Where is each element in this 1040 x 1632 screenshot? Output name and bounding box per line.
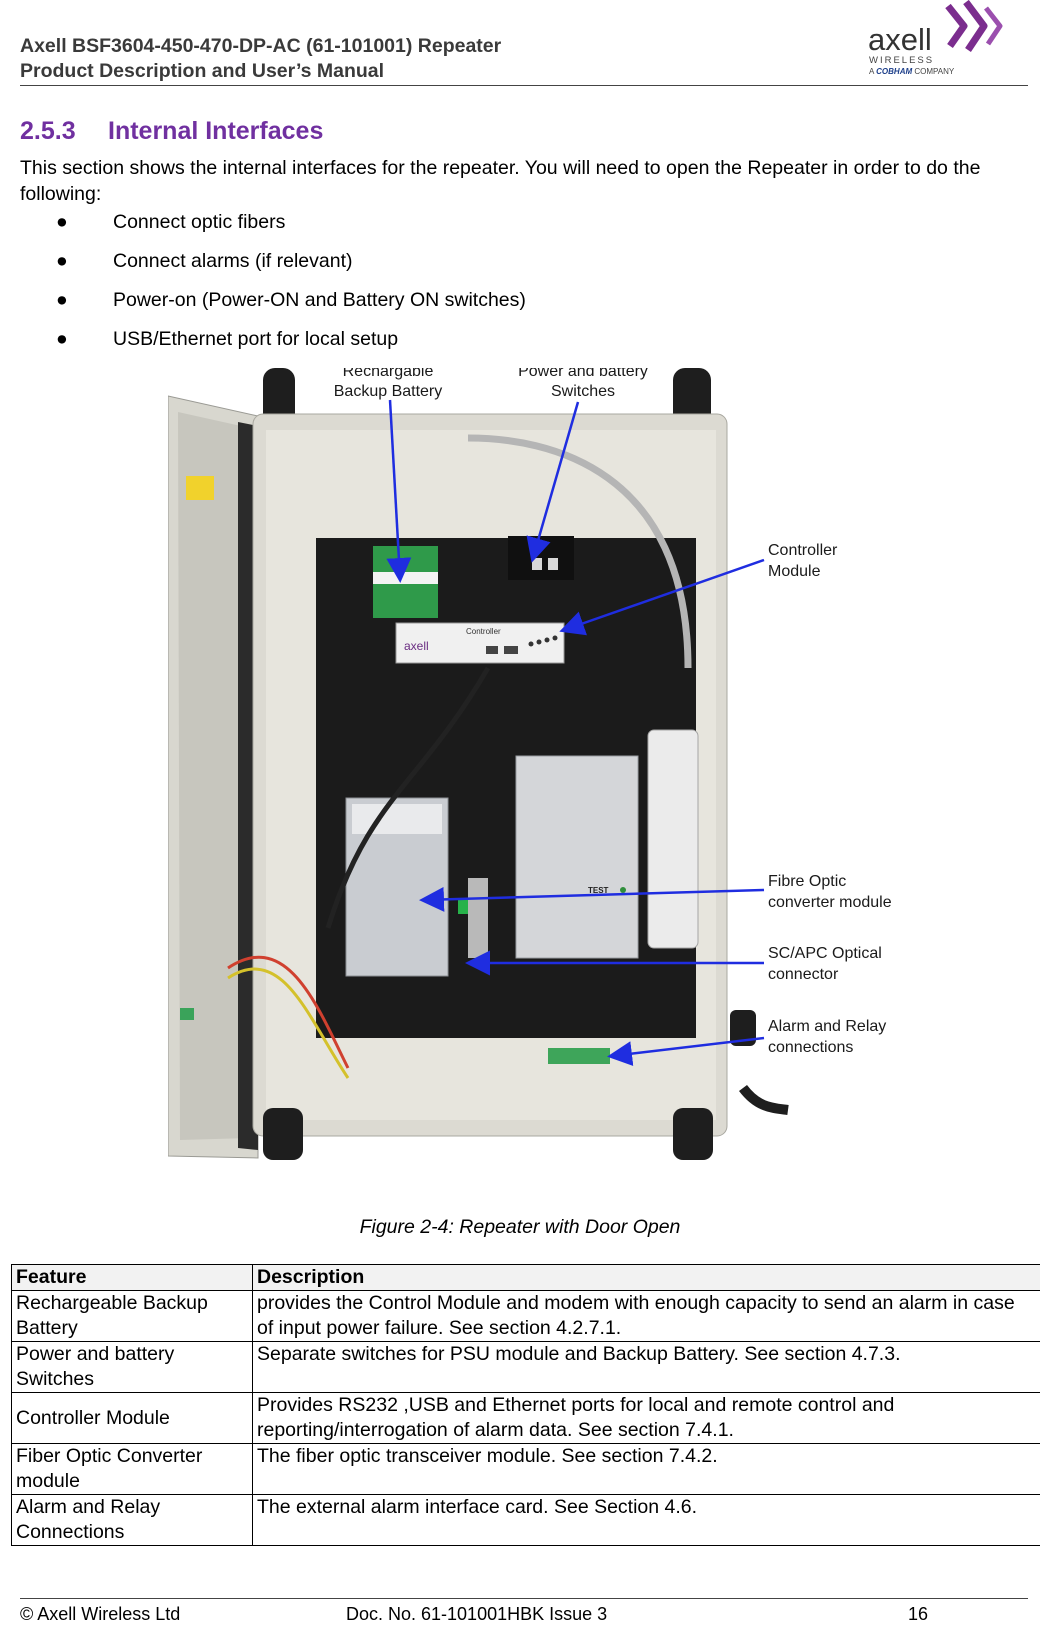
arrow-alarm-relay [607, 1036, 765, 1067]
section-heading: 2.5.3 Internal Interfaces [20, 117, 323, 146]
feature-cell: Alarm and Relay Connections [11, 1494, 253, 1546]
door-inner-panel [178, 412, 250, 1140]
arrow-power-switches [526, 401, 580, 563]
battery-label-strip [373, 572, 438, 584]
header-title-line-2: Product Description and User’s Manual [20, 60, 385, 82]
arrow-fibre-converter [419, 886, 765, 912]
section-title: Internal Interfaces [108, 117, 324, 145]
list-item: ● Power-on (Power-ON and Battery ON switc… [20, 288, 526, 327]
task-bullet-list: ● Connect optic fibers ● Connect alarms (i… [20, 210, 526, 366]
feature-cell: Controller Module [11, 1392, 253, 1444]
fiber-bracket [468, 878, 488, 958]
list-item-text: USB/Ethernet port for local setup [113, 328, 399, 350]
table-row: Alarm and Relay Connections The external… [11, 1494, 1040, 1546]
callout-fibre-line-1: Fibre Optic [768, 873, 846, 890]
top-left-handle [263, 368, 295, 428]
axell-wireless-logo: axell WIRELESS A COBHAM COMPANY [868, 0, 1003, 76]
door-green-clip [180, 1008, 194, 1020]
callout-battery-line-1: Rechargable [343, 368, 434, 380]
logo-chevron-3-icon [984, 6, 1003, 46]
ethernet-port [504, 646, 518, 654]
description-cell: The fiber optic transceiver module. See … [252, 1443, 1040, 1495]
arrow-controller [559, 558, 765, 636]
list-item: ● Connect alarms (if relevant) [20, 249, 526, 288]
logo-wireless-text: WIRELESS [869, 55, 934, 66]
description-cell: The external alarm interface card. See S… [252, 1494, 1040, 1546]
controller-name-text: Controller [466, 627, 501, 636]
logo-chevron-2-icon [963, 0, 988, 52]
battery-switch [548, 558, 558, 570]
top-right-handle [673, 368, 711, 428]
list-item-text: Connect optic fibers [113, 211, 286, 233]
callout-alarm-line-2: connections [768, 1039, 853, 1056]
cable-gland [730, 1010, 756, 1046]
bullet-icon: ● [56, 250, 68, 272]
callout-alarm-line-1: Alarm and Relay [768, 1018, 886, 1035]
alarm-terminal-block [548, 1048, 610, 1064]
section-number: 2.5.3 [20, 117, 76, 145]
bottom-right-foot [673, 1108, 713, 1160]
sc-apc-connector [458, 898, 470, 914]
repeater-open-door-figure: axell Controller TEST Rechargable Backup… [168, 368, 892, 1160]
table-header-row: Feature Description [11, 1264, 1040, 1291]
controller-brand-text: axell [404, 639, 429, 653]
fibre-optic-converter-module [647, 729, 699, 949]
table-row: Power and battery Switches Separate swit… [11, 1341, 1040, 1393]
callout-controller-line-2: Module [768, 563, 821, 580]
logo-brand-text: axell [868, 22, 932, 57]
footer-copyright: © Axell Wireless Ltd [20, 1604, 181, 1624]
header-divider [20, 85, 1028, 86]
figure-caption: Figure 2-4: Repeater with Door Open [359, 1216, 681, 1238]
bullet-icon: ● [56, 289, 68, 311]
logo-chevron-1-icon [945, 3, 968, 49]
external-cable [739, 1084, 789, 1115]
bottom-left-foot [263, 1108, 303, 1160]
list-item-text: Power-on (Power-ON and Battery ON switch… [113, 289, 526, 311]
bullet-icon: ● [56, 211, 68, 233]
table-row: Controller Module Provides RS232 ,USB an… [11, 1392, 1040, 1444]
description-cell: Provides RS232 ,USB and Ethernet ports f… [252, 1392, 1040, 1444]
callout-scapc-line-2: connector [768, 966, 839, 983]
footer-doc-number: Doc. No. 61-101001HBK Issue 3 [346, 1604, 608, 1624]
usb-port [486, 646, 498, 654]
list-item-text: Connect alarms (if relevant) [113, 250, 353, 272]
rf-amplifier-module [515, 755, 639, 959]
description-cell: Separate switches for PSU module and Bac… [252, 1341, 1040, 1393]
power-switch [532, 558, 542, 570]
coax-cable [467, 434, 692, 669]
controller-module [395, 622, 565, 664]
table-row: Rechargeable Backup Battery provides the… [11, 1290, 1040, 1342]
footer-divider [20, 1598, 1028, 1599]
document-header-title: Axell BSF3604-450-470-DP-AC (61-101001) … [20, 34, 501, 84]
feature-cell: Fiber Optic Converter module [11, 1443, 253, 1495]
feature-cell: Rechargeable Backup Battery [11, 1290, 253, 1342]
feature-table: Feature Description Rechargeable Backup … [11, 1264, 1040, 1546]
wiring-harness [325, 666, 491, 929]
feature-cell: Power and battery Switches [11, 1341, 253, 1393]
intro-paragraph: This section shows the internal interfac… [20, 157, 981, 205]
psu-label [352, 804, 442, 834]
door-wiring [227, 955, 350, 1069]
feature-column-header: Feature [11, 1264, 253, 1291]
header-title-line-1: Axell BSF3604-450-470-DP-AC (61-101001) … [20, 35, 502, 57]
laser-warning-label [186, 476, 214, 500]
callout-power-line-1: Power and battery [518, 368, 648, 380]
callout-scapc-line-1: SC/APC Optical [768, 945, 882, 962]
table-row: Fiber Optic Converter module The fiber o… [11, 1443, 1040, 1495]
list-item: ● Connect optic fibers [20, 210, 526, 249]
test-label-text: TEST [588, 886, 609, 895]
footer-page-number: 16 [908, 1604, 929, 1624]
bullet-icon: ● [56, 328, 68, 350]
callout-power-line-2: Switches [551, 383, 615, 400]
callout-controller-line-1: Controller [768, 542, 838, 559]
logo-cobham-text: A COBHAM COMPANY [869, 67, 955, 76]
arrow-battery [386, 399, 412, 583]
callout-fibre-line-2: converter module [768, 894, 892, 911]
list-item: ● USB/Ethernet port for local setup [20, 327, 526, 366]
description-column-header: Description [252, 1264, 1040, 1291]
callout-battery-line-2: Backup Battery [334, 383, 443, 400]
description-cell: provides the Control Module and modem wi… [252, 1290, 1040, 1342]
